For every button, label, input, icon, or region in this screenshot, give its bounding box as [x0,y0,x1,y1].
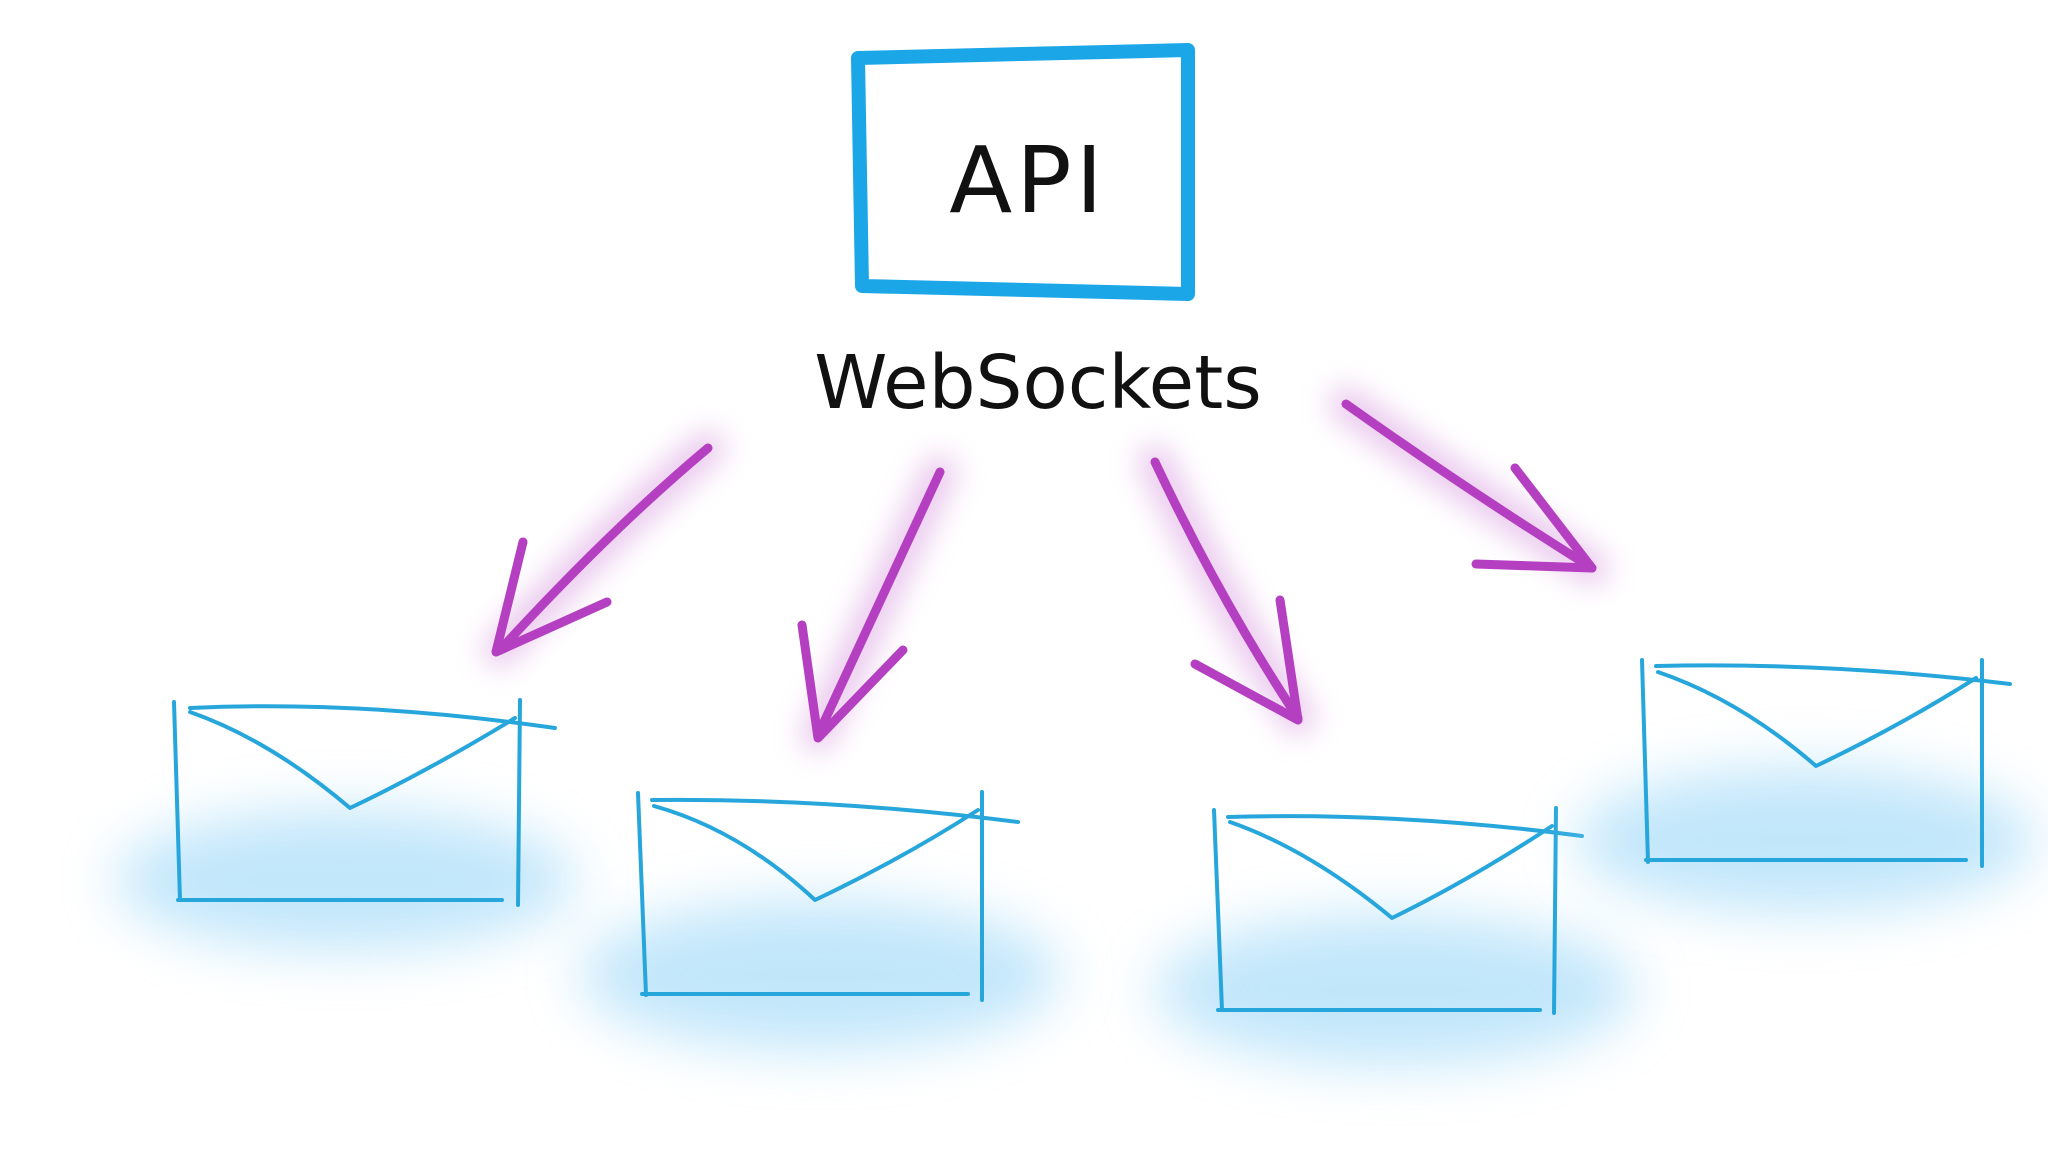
arrow-icon [1329,387,1609,585]
arrow-icon [483,431,725,667]
arrow-icon [1138,445,1315,735]
envelope-icon [115,698,575,950]
envelope-icon [1575,658,2035,912]
envelope-icon [580,790,1060,1050]
envelope-icon [1155,806,1635,1065]
arrow-icon [797,455,957,752]
api-box: API [851,43,1195,301]
api-label: API [949,127,1107,234]
connection-arrows [483,387,1609,752]
protocol-label: WebSockets [814,340,1262,426]
clients [115,658,2035,1065]
